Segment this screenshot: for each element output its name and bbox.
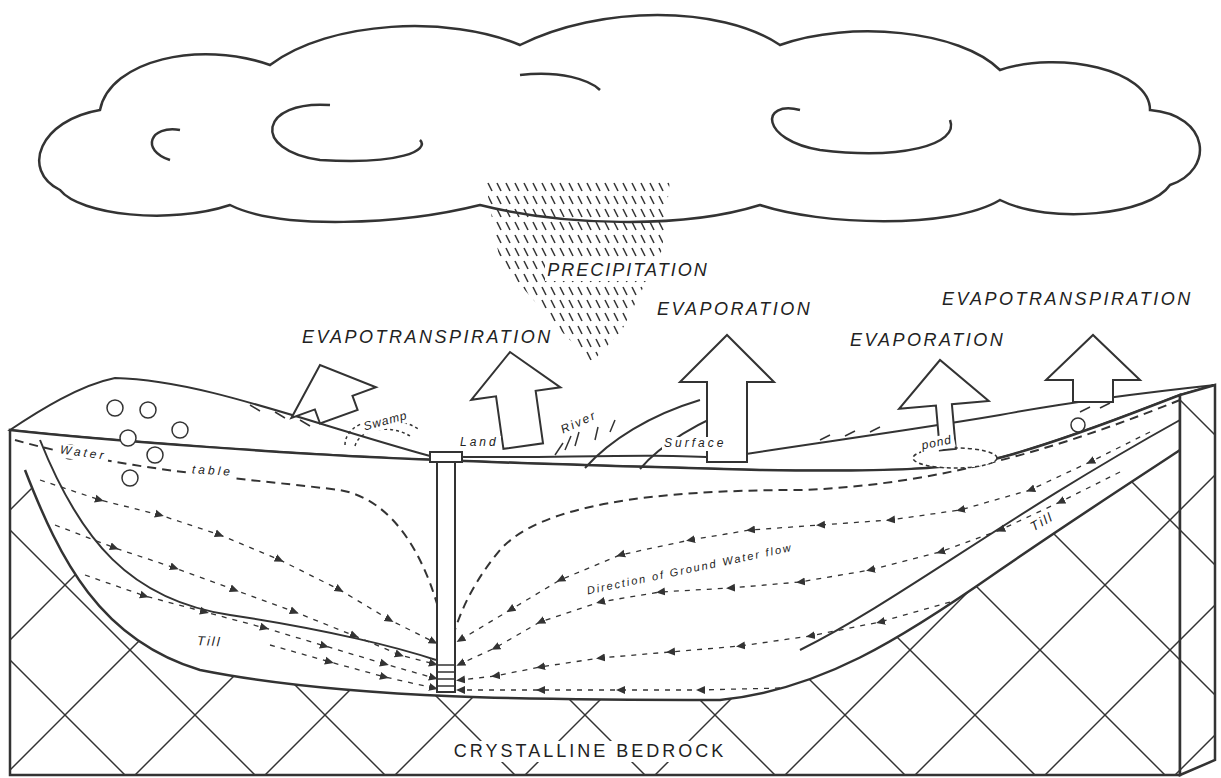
flow-line	[460, 688, 780, 690]
tree	[172, 422, 188, 438]
well-screen	[437, 665, 455, 686]
tree	[1071, 418, 1085, 432]
cloud-curl	[272, 105, 422, 161]
groundwater-flow-lines	[40, 432, 1150, 690]
trees	[63, 400, 1085, 486]
text-label: PRECIPITATION	[545, 260, 710, 281]
well-cap	[430, 452, 462, 462]
bedrock-contact	[25, 450, 1180, 700]
tree	[122, 470, 138, 486]
bedrock-crosshatch	[10, 430, 1185, 778]
cloud-curl	[520, 74, 600, 90]
flow-line	[40, 480, 434, 642]
water-table	[452, 400, 1180, 640]
flow-line	[460, 602, 950, 680]
text-label: EVAPORATION	[848, 330, 1007, 351]
cloud-curl	[772, 108, 951, 153]
text-label: Till	[195, 634, 224, 650]
tree	[107, 400, 123, 416]
flow-line	[460, 472, 1120, 664]
vapor-arrows	[278, 335, 1140, 462]
surface-hatching	[250, 403, 1110, 440]
text-label: EVAPOTRANSPIRATION	[300, 327, 555, 348]
text-label: CRYSTALLINE BEDROCK	[452, 741, 728, 762]
text-label: Surface	[662, 437, 728, 451]
hollow-arrow	[895, 356, 993, 454]
text-label: Land	[458, 436, 501, 450]
text-label: EVAPORATION	[655, 299, 814, 320]
cloud-curl	[152, 129, 180, 160]
flow-line	[460, 432, 1150, 640]
text-label: Swamp	[360, 409, 411, 435]
tree	[120, 430, 136, 446]
side-crosshatch	[1180, 380, 1220, 778]
flow-line	[270, 645, 434, 688]
well-casing	[437, 462, 455, 692]
till-boundary	[800, 420, 1180, 650]
tree	[147, 447, 163, 463]
text-label: EVAPOTRANSPIRATION	[940, 289, 1195, 310]
till-boundary	[40, 440, 436, 660]
flow-line	[85, 575, 434, 678]
hollow-arrow	[1046, 335, 1140, 402]
tree	[140, 402, 156, 418]
flow-line	[55, 525, 434, 664]
